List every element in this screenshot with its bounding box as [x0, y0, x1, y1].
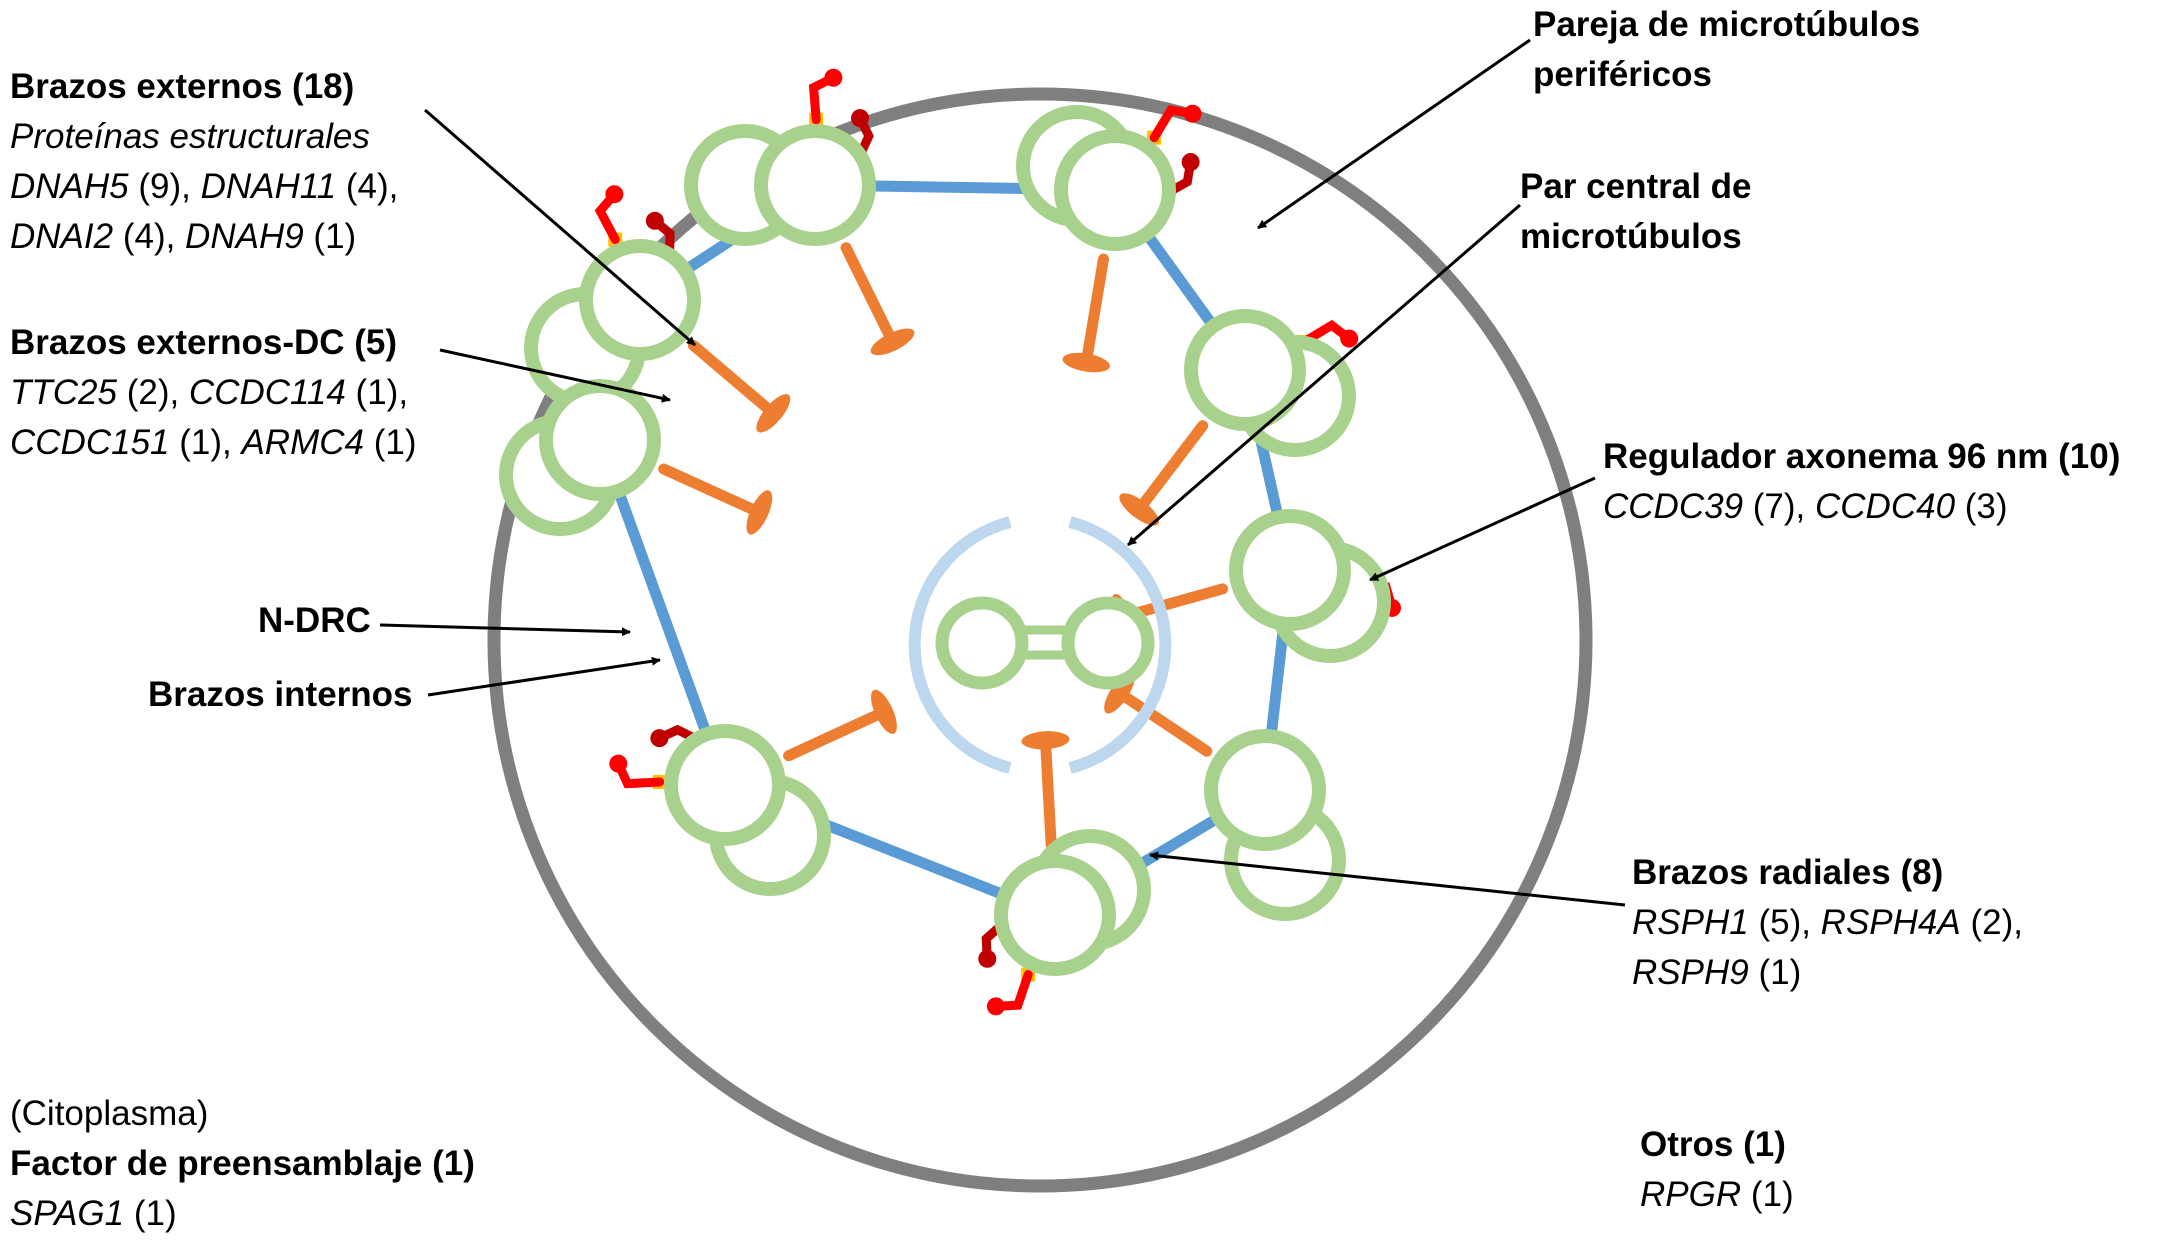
radial-spoke-stalk: [1113, 687, 1213, 757]
radial-spoke-stalk: [687, 339, 779, 419]
radial-spoke-head: [756, 394, 791, 433]
a-tubule: [1229, 509, 1351, 631]
pointer-arrow: [1127, 203, 1521, 547]
a-tubule: [994, 854, 1116, 976]
radial-spoke-stalk: [840, 242, 899, 348]
radial-spoke-stalk: [658, 463, 765, 518]
outer-dynein-head: [1183, 104, 1202, 123]
outer-arms-label: Brazos externos (18) Proteínas estructur…: [10, 67, 399, 256]
outer-dynein-head: [1340, 329, 1359, 348]
outer-dynein-head: [824, 68, 843, 87]
inner-dynein-head: [1181, 153, 1200, 172]
central-microtubule: [1061, 596, 1155, 690]
central-sheath-left: [908, 516, 1012, 774]
pointer-arrows: [379, 38, 1626, 907]
outer-dynein-head: [609, 754, 628, 773]
regulator-label: Regulador axonema 96 nm (10) CCDC39 (7),…: [1603, 437, 2121, 526]
a-tubule: [1054, 129, 1176, 251]
radial-spoke-head: [1021, 731, 1070, 750]
pointer-arrow: [1257, 38, 1531, 230]
radial-spoke-stalk: [1039, 734, 1057, 851]
radial-spoke-head: [870, 328, 915, 356]
outer-dynein-head: [986, 997, 1005, 1016]
radial-spoke-head: [871, 689, 897, 734]
a-tubule: [664, 724, 786, 846]
cytoplasm-label: (Citoplasma) Factor de preensamblaje (1)…: [10, 1094, 475, 1233]
outer-dynein-arm: [1299, 319, 1351, 347]
outer-dynein-arm: [995, 970, 1033, 1011]
inner-arms-label: Brazos internos: [148, 675, 413, 714]
a-tubule: [579, 239, 701, 361]
outer-dynein-arm: [615, 762, 665, 789]
pointer-arrow: [1149, 851, 1626, 907]
nexin-link: [594, 179, 1296, 921]
central-microtubule: [935, 596, 1029, 690]
ndrc-label: N-DRC: [258, 601, 371, 640]
pointer-arrow: [1369, 476, 1596, 582]
outer-dynein-arm: [808, 75, 835, 125]
pointer-arrow: [427, 656, 661, 697]
nexin-link-ring: [594, 179, 1296, 921]
radial-spoke-stalk: [1080, 253, 1109, 369]
pointer-arrow: [439, 348, 671, 403]
pointer-arrow: [424, 108, 696, 347]
a-tubule: [754, 124, 876, 246]
peripheral-doublets: [499, 68, 1401, 1016]
radial-spoke-head: [746, 490, 773, 535]
inner-dynein-head: [851, 109, 870, 128]
inner-dynein-head: [978, 949, 997, 968]
central-sheath-right: [1068, 516, 1172, 774]
radial-spokes-label: Brazos radiales (8) RSPH1 (5), RSPH4A (2…: [1632, 853, 2023, 992]
pointer-arrow: [379, 623, 631, 637]
radial-spoke-stalk: [1133, 420, 1209, 515]
radial-spoke-head: [1062, 352, 1110, 373]
a-tubule: [1204, 729, 1326, 851]
radial-spoke-stalk: [783, 706, 890, 762]
outer-dynein-arm: [594, 192, 620, 245]
central-apparatus: [908, 516, 1172, 774]
central-pair-label: Par central de microtúbulos: [1520, 167, 1752, 256]
a-tubule: [539, 379, 661, 501]
inner-dynein-head: [645, 211, 664, 230]
cell-membrane: [487, 87, 1593, 1193]
a-tubule: [1184, 309, 1306, 431]
outer-dynein-head: [605, 185, 624, 204]
outer-dynein-arm: [1149, 105, 1194, 143]
peripheral-pair-label: Pareja de microtúbulos periféricos: [1533, 5, 1921, 94]
inner-dynein-head: [650, 729, 669, 748]
others-label: Otros (1) RPGR (1): [1640, 1125, 1794, 1214]
radial-spoke-head: [1119, 493, 1160, 526]
outer-arms-dc-label: Brazos externos-DC (5) TTC25 (2), CCDC11…: [10, 323, 417, 462]
